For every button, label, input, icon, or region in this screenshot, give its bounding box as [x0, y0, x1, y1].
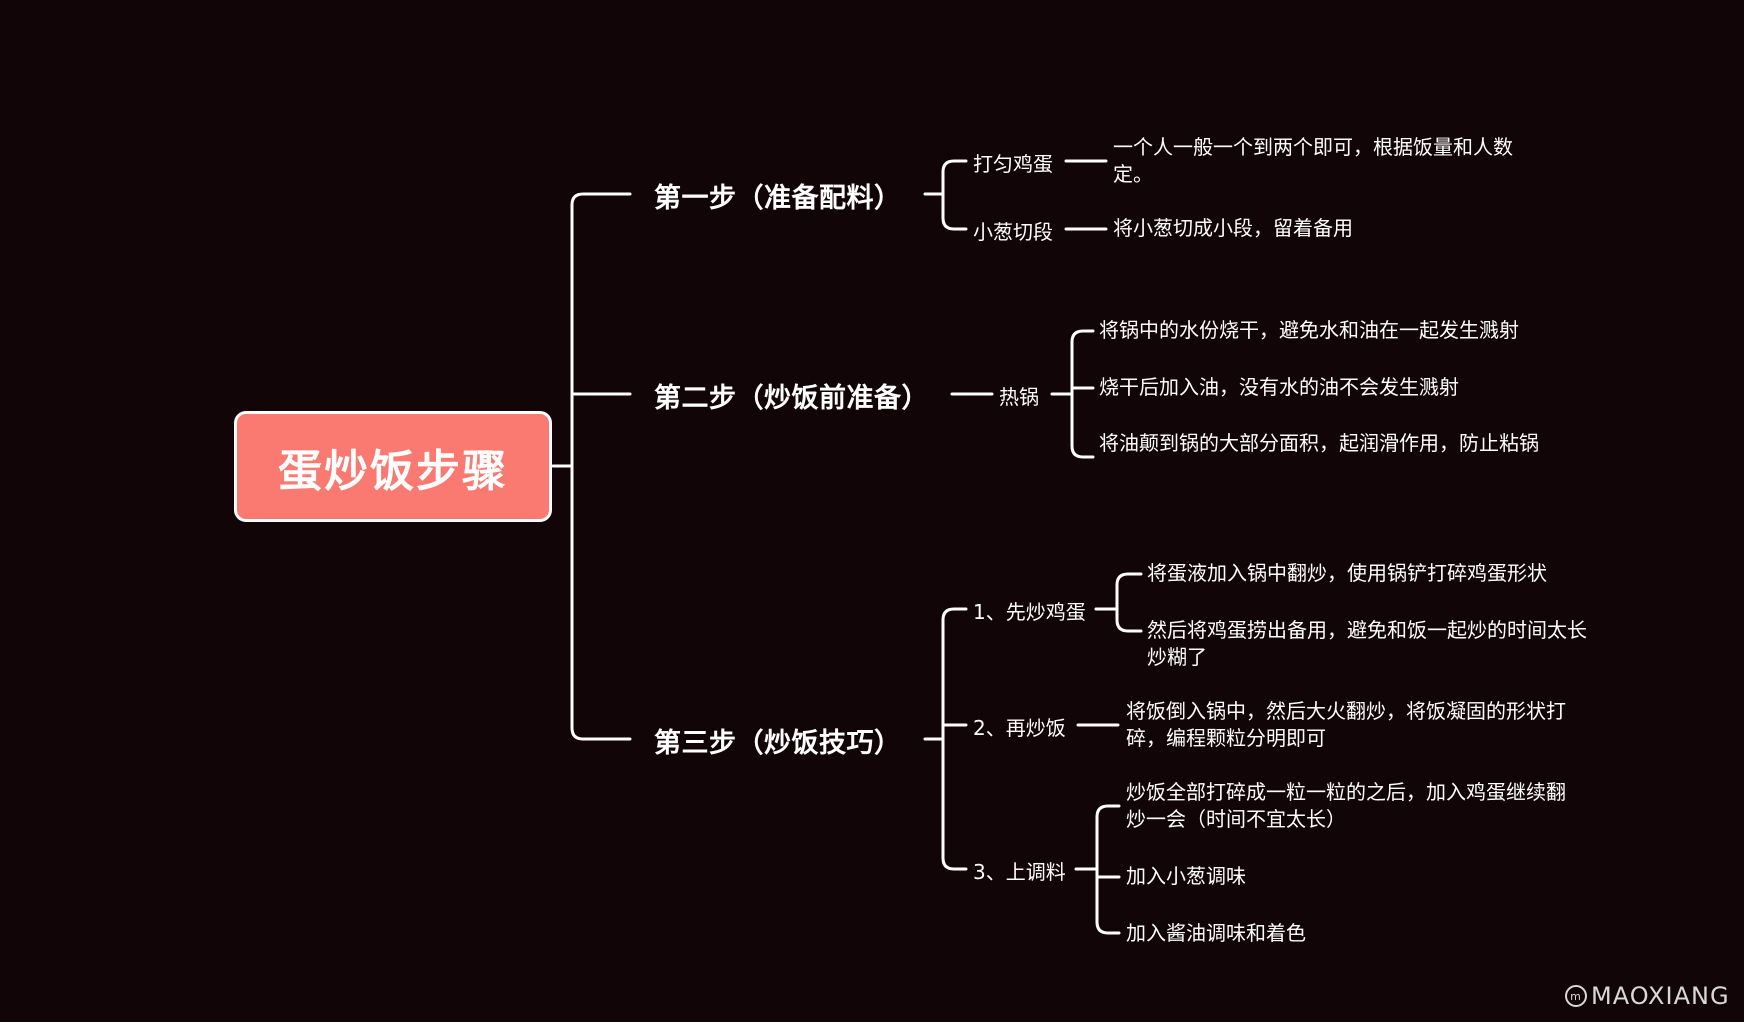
connector-step3-item3	[1074, 804, 1121, 935]
connector-step1	[923, 159, 968, 231]
step1-item-1-detail-1[interactable]: 一个人一般一个到两个即可，根据饭量和人数定。	[1113, 135, 1513, 186]
step3-item-3[interactable]: 3、上调料	[973, 860, 1066, 884]
watermark-text: MAOXIANG	[1591, 982, 1730, 1010]
step2-node[interactable]: 第二步（炒饭前准备）	[654, 383, 929, 414]
step2-item-1-detail-2[interactable]: 烧干后加入油，没有水的油不会发生溅射	[1099, 375, 1459, 399]
step3-item-3-detail-2[interactable]: 加入小葱调味	[1126, 864, 1246, 888]
root-title: 蛋炒饭步骤	[278, 445, 508, 497]
step1-item-2-detail-1[interactable]: 将小葱切成小段，留着备用	[1113, 216, 1353, 240]
connector-step3-item1	[1094, 572, 1143, 633]
step1-item-2[interactable]: 小葱切段	[973, 220, 1053, 244]
connector-step2-item	[1050, 329, 1095, 459]
step2-item-1-detail-1[interactable]: 将锅中的水份烧干，避免水和油在一起发生溅射	[1099, 318, 1519, 342]
step3-item-2-detail-1[interactable]: 将饭倒入锅中，然后大火翻炒，将饭凝固的形状打碎，编程颗粒分明即可	[1126, 699, 1566, 750]
step3-item-3-detail-3[interactable]: 加入酱油调味和着色	[1126, 921, 1306, 945]
step3-item-3-detail-1[interactable]: 炒饭全部打碎成一粒一粒的之后，加入鸡蛋继续翻炒一会（时间不宜太长）	[1126, 780, 1566, 831]
step1-item-1[interactable]: 打匀鸡蛋	[973, 152, 1053, 176]
step3-node[interactable]: 第三步（炒饭技巧）	[654, 728, 902, 759]
step3-item-2[interactable]: 2、再炒饭	[973, 716, 1066, 740]
step2-item-1[interactable]: 热锅	[999, 385, 1039, 409]
step3-item-1-detail-1[interactable]: 将蛋液加入锅中翻炒，使用锅铲打碎鸡蛋形状	[1147, 561, 1547, 585]
step1-node[interactable]: 第一步（准备配料）	[654, 183, 902, 214]
logo-icon: m	[1565, 985, 1587, 1007]
step3-item-1[interactable]: 1、先炒鸡蛋	[973, 600, 1086, 624]
root-node[interactable]: 蛋炒饭步骤	[234, 411, 552, 522]
step3-item-1-detail-2[interactable]: 然后将鸡蛋捞出备用，避免和饭一起炒的时间太长炒糊了	[1147, 618, 1587, 669]
connector-step3	[923, 607, 968, 871]
connector-trunk	[570, 192, 632, 741]
watermark: m MAOXIANG	[1565, 982, 1730, 1010]
step2-item-1-detail-3[interactable]: 将油颠到锅的大部分面积，起润滑作用，防止粘锅	[1099, 431, 1539, 455]
